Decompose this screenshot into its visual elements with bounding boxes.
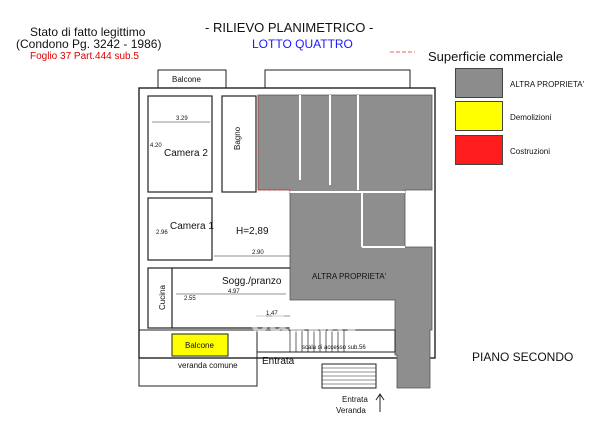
legend-title: Superficie commerciale (428, 49, 564, 64)
camera-1-label: Camera 1 (170, 221, 214, 232)
legend-label-altra-proprieta: ALTRA PROPRIETA' (510, 80, 585, 89)
stair-steps (289, 330, 345, 352)
room-camera-1 (147, 197, 213, 261)
scala-label: scala di accesso sub.56 (302, 345, 366, 351)
building-outline (138, 87, 436, 359)
soggiorno-label: Sogg./pranzo (222, 276, 282, 287)
dim-420: 4.20 (150, 143, 162, 149)
roof-block-top (264, 69, 411, 89)
room-cucina (147, 267, 173, 329)
floor-label: PIANO SECONDO (472, 350, 574, 364)
entrata-veranda-label-1: Entrata (342, 395, 368, 404)
balcone-demolizione (171, 333, 229, 357)
dim-147: 1.47 (266, 311, 278, 317)
altra-proprieta-label: ALTRA PROPRIETA' (312, 272, 387, 281)
foglio-line: Foglio 37 Part.444 sub.5 (30, 51, 139, 62)
lot-subtitle: LOTTO QUATTRO (252, 37, 353, 51)
room-camera-2 (147, 95, 213, 193)
balcone-top-label: Balcone (172, 75, 201, 84)
dim-497: 4.97 (228, 289, 240, 295)
dim-255: 2.55 (184, 296, 196, 302)
dim-296: 2.96 (156, 230, 168, 236)
legend-swatch-demolizioni (455, 101, 503, 131)
dim-290: 2.90 (252, 250, 264, 256)
entrata-label: Entrata (262, 356, 295, 367)
drawing-title: - RILIEVO PLANIMETRICO - (205, 20, 374, 35)
camera-2-label: Camera 2 (164, 148, 208, 159)
watermark-logo: casa.it (250, 302, 356, 340)
room-bagno (221, 95, 257, 193)
veranda-comune-area (138, 329, 258, 387)
veranda-arrow-icon (375, 393, 385, 401)
cucina-label: Cucina (158, 285, 167, 310)
legend-swatch-costruzioni (455, 135, 503, 165)
condono-line: (Condono Pg. 3242 - 1986) (16, 37, 162, 51)
bagno-label: Bagno (233, 126, 242, 150)
ceiling-height: H=2,89 (236, 226, 269, 237)
balcone-bottom-label: Balcone (185, 341, 214, 350)
legend-label-demolizioni: Demolizioni (510, 113, 552, 122)
altra-proprieta-area (257, 94, 433, 389)
stair-lower-steps (322, 367, 376, 385)
legend-swatch-altra-proprieta (455, 68, 503, 98)
legend-label-costruzioni: Costruzioni (510, 147, 551, 156)
dim-329: 3.29 (176, 116, 188, 122)
veranda-comune-label: veranda comune (178, 361, 238, 370)
status-line: Stato di fatto legittimo (30, 25, 146, 39)
entrata-veranda-label-2: Veranda (336, 406, 366, 415)
